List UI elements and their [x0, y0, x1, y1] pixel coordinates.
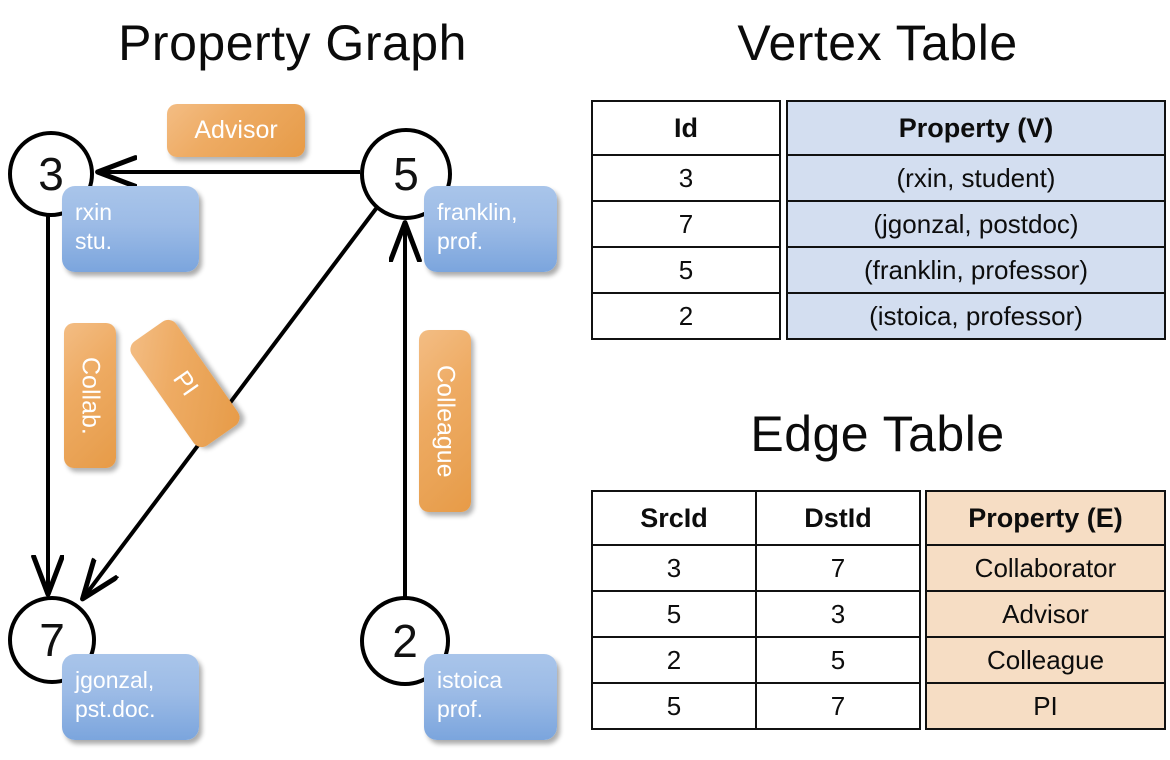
table-header-row: SrcId DstId — [591, 490, 921, 546]
vertex-property-cell: (rxin, student) — [786, 154, 1166, 202]
graph-node-2[interactable]: 2 — [360, 596, 450, 686]
edge-srcid-cell: 5 — [591, 590, 757, 638]
page-title-vertex-table: Vertex Table — [737, 15, 1018, 71]
edge-dstid-cell: 7 — [755, 682, 921, 730]
table-row[interactable]: (franklin, professor) — [786, 246, 1166, 294]
edge-property-cell: Colleague — [925, 636, 1166, 684]
table-row[interactable]: (istoica, professor) — [786, 292, 1166, 340]
vertex-property-cell: (istoica, professor) — [786, 292, 1166, 340]
graph-node-2-label: 2 — [392, 615, 418, 667]
vertex-property-box-3-line1: rxin — [75, 199, 113, 225]
edge-property-cell: Advisor — [925, 590, 1166, 638]
edge-srcid-cell: 2 — [591, 636, 757, 684]
table-row[interactable]: 5 7 — [591, 682, 921, 730]
vertex-property-box-7-line2: pst.doc. — [75, 696, 156, 722]
table-row[interactable]: Advisor — [925, 590, 1166, 638]
vertex-property-box-5-line1: franklin, — [437, 199, 518, 225]
table-row[interactable]: (jgonzal, postdoc) — [786, 200, 1166, 248]
table-header-row: Id — [591, 100, 781, 156]
vertex-property-box-5-line2: prof. — [437, 228, 484, 254]
vertex-property-box-5[interactable]: franklin, prof. — [424, 186, 557, 272]
vertex-property-box-7-line1: jgonzal, — [75, 667, 155, 693]
table-row[interactable]: 7 — [591, 200, 781, 248]
edge-label-collab-text: Collab. — [76, 356, 105, 435]
page-title-property-graph: Property Graph — [118, 15, 467, 71]
vertex-property-cell: (jgonzal, postdoc) — [786, 200, 1166, 248]
vertex-id-cell: 2 — [591, 292, 781, 340]
table-header-row: Property (V) — [786, 100, 1166, 156]
vertex-property-box-2-line1: istoica — [437, 667, 503, 693]
table-row[interactable]: Colleague — [925, 636, 1166, 684]
vertex-id-cell: 3 — [591, 154, 781, 202]
property-graph-diagram: 3 5 7 2 rxin stu. franklin, prof. jgonza… — [8, 104, 557, 740]
vertex-property-box-3-line2: stu. — [75, 228, 113, 254]
edge-table-header-property: Property (E) — [925, 490, 1166, 546]
graph-node-7-label: 7 — [39, 614, 65, 666]
graph-node-5-label: 5 — [393, 148, 419, 200]
edge-dstid-cell: 3 — [755, 590, 921, 638]
edge-label-colleague[interactable]: Colleague — [419, 330, 471, 512]
vertex-property-cell: (franklin, professor) — [786, 246, 1166, 294]
edge-label-advisor[interactable]: Advisor — [167, 104, 305, 157]
edge-label-collab[interactable]: Collab. — [64, 323, 116, 468]
table-row[interactable]: 3 — [591, 154, 781, 202]
edge-dstid-cell: 5 — [755, 636, 921, 684]
edge-dstid-cell: 7 — [755, 544, 921, 592]
edge-label-advisor-text: Advisor — [194, 116, 278, 144]
vertex-property-box-2-line2: prof. — [437, 696, 484, 722]
table-row[interactable]: (rxin, student) — [786, 154, 1166, 202]
vertex-id-cell: 5 — [591, 246, 781, 294]
graph-node-3-label: 3 — [38, 148, 64, 200]
edge-property-cell: Collaborator — [925, 544, 1166, 592]
edge-label-pi-text: PI — [167, 365, 204, 401]
edge-srcid-cell: 5 — [591, 682, 757, 730]
vertex-table-property-column: Property (V) (rxin, student) (jgonzal, p… — [786, 100, 1166, 340]
graph-node-5[interactable]: 5 — [360, 128, 452, 220]
edge-table-header-dstid: DstId — [755, 490, 921, 546]
table-row[interactable]: PI — [925, 682, 1166, 730]
edge-table-property-column: Property (E) Collaborator Advisor Collea… — [925, 490, 1166, 730]
vertex-property-box-2[interactable]: istoica prof. — [424, 654, 557, 740]
table-row[interactable]: 2 — [591, 292, 781, 340]
table-row[interactable]: 2 5 — [591, 636, 921, 684]
edge-table-id-columns: SrcId DstId 3 7 5 3 2 5 5 7 — [591, 490, 921, 730]
edge-label-colleague-text: Colleague — [431, 364, 460, 478]
vertex-table-header-property: Property (V) — [786, 100, 1166, 156]
page-title-edge-table: Edge Table — [750, 406, 1005, 462]
table-header-row: Property (E) — [925, 490, 1166, 546]
edge-property-cell: PI — [925, 682, 1166, 730]
table-row[interactable]: 5 3 — [591, 590, 921, 638]
vertex-id-cell: 7 — [591, 200, 781, 248]
vertex-table-header-id: Id — [591, 100, 781, 156]
vertex-property-box-7[interactable]: jgonzal, pst.doc. — [62, 654, 199, 740]
vertex-property-box-3[interactable]: rxin stu. — [62, 186, 199, 272]
vertex-table-id-column: Id 3 7 5 2 — [591, 100, 781, 340]
table-row[interactable]: 5 — [591, 246, 781, 294]
table-row[interactable]: Collaborator — [925, 544, 1166, 592]
edge-srcid-cell: 3 — [591, 544, 757, 592]
edge-table-header-srcid: SrcId — [591, 490, 757, 546]
table-row[interactable]: 3 7 — [591, 544, 921, 592]
